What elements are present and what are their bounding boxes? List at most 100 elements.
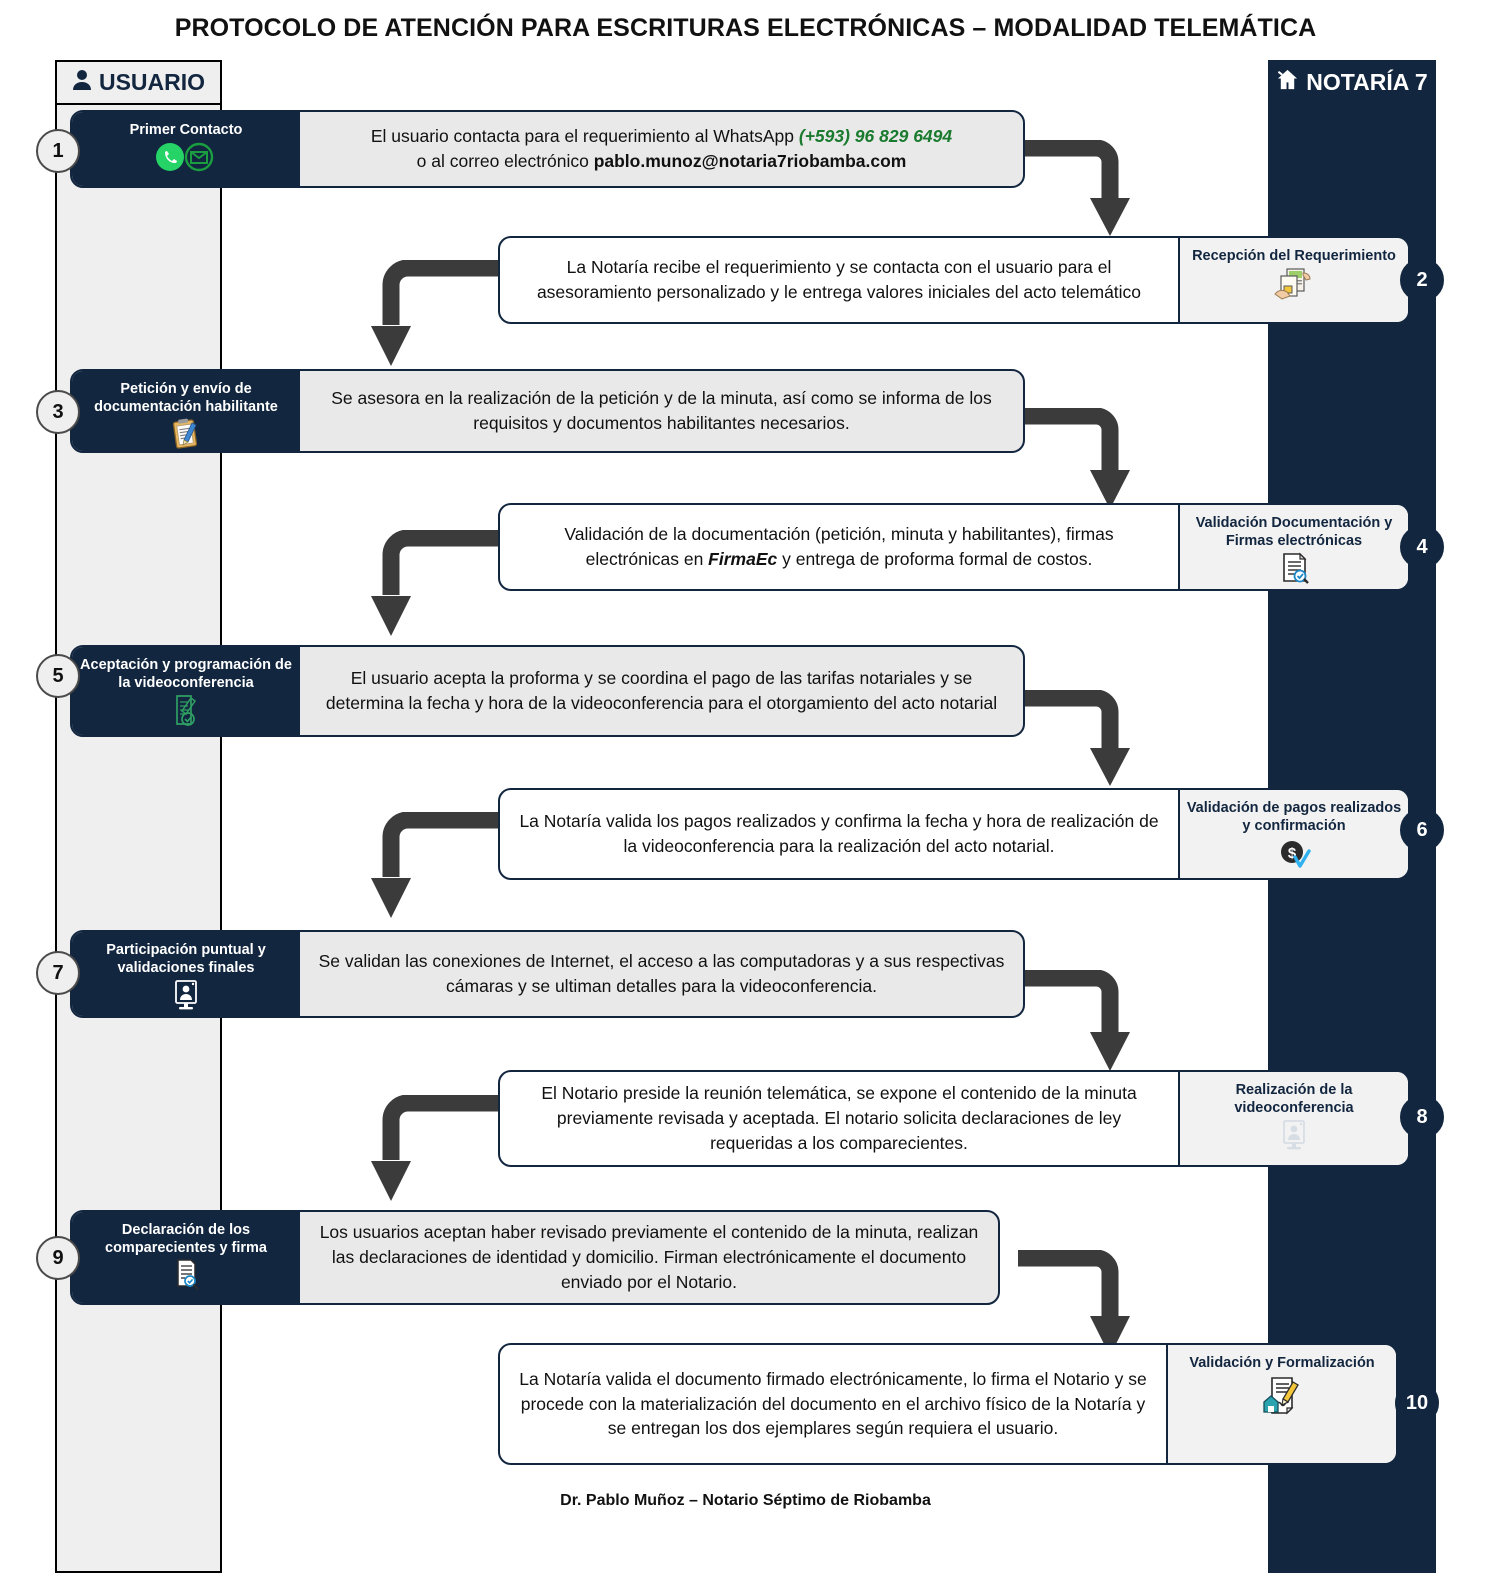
step-10-header-label: Validación y Formalización xyxy=(1189,1355,1375,1371)
step-badge-7: 7 xyxy=(36,951,80,995)
step-3-body: Se asesora en la realización de la petic… xyxy=(300,371,1023,451)
video-call-icon xyxy=(1277,1119,1311,1156)
page-title: PROTOCOLO DE ATENCIÓN PARA ESCRITURAS EL… xyxy=(174,14,1317,42)
connector-1-to-2 xyxy=(1018,140,1158,240)
step-4-body-text: Validación de la documentación (petición… xyxy=(564,524,1114,569)
step-8-header: Realización de la videoconferencia xyxy=(1178,1072,1408,1165)
step-badge-9-label: 9 xyxy=(52,1246,64,1269)
step-2-body: La Notaría recibe el requerimiento y se … xyxy=(500,238,1178,322)
step-9-body-text: Los usuarios aceptan haber revisado prev… xyxy=(319,1222,979,1292)
money-check-icon: $ xyxy=(1277,837,1311,874)
step-10-header: Validación y Formalización xyxy=(1166,1345,1396,1463)
step-block-4[interactable]: Validación de la documentación (petición… xyxy=(498,503,1410,591)
lane-user xyxy=(55,60,222,1573)
step-2-header: Recepción del Requerimiento xyxy=(1178,238,1408,322)
step-block-6[interactable]: La Notaría valida los pagos realizados y… xyxy=(498,788,1410,880)
video-call-icon xyxy=(169,979,203,1016)
step-7-header-label: Participación puntual y validaciones fin… xyxy=(106,942,266,977)
step-3-header: Petición y envío de documentación habili… xyxy=(72,371,300,451)
house-icon xyxy=(1276,68,1299,97)
step-2-header-label: Recepción del Requerimiento xyxy=(1192,248,1396,264)
step-9-header-label: Declaración de los comparecientes y firm… xyxy=(105,1222,267,1257)
connector-2-to-3 xyxy=(368,260,518,370)
lane-header-user: USUARIO xyxy=(55,60,222,105)
connector-4-to-5 xyxy=(368,530,518,640)
document-hand-icon xyxy=(1273,267,1315,306)
step-3-body-text: Se asesora en la realización de la petic… xyxy=(331,388,992,433)
step-8-body-text: El Notario preside la reunión telemática… xyxy=(541,1083,1137,1153)
svg-text:$: $ xyxy=(1288,845,1297,862)
step-5-body: El usuario acepta la proforma y se coord… xyxy=(300,647,1023,735)
connector-5-to-6 xyxy=(1018,690,1158,790)
document-check-icon xyxy=(1277,552,1311,589)
step-9-header: Declaración de los comparecientes y firm… xyxy=(72,1212,300,1303)
step-block-10[interactable]: La Notaría valida el documento firmado e… xyxy=(498,1343,1398,1465)
step-block-9[interactable]: Declaración de los comparecientes y firm… xyxy=(70,1210,1000,1305)
lane-header-user-label: USUARIO xyxy=(98,69,206,95)
step-6-body: La Notaría valida los pagos realizados y… xyxy=(500,790,1178,878)
step-badge-1-label: 1 xyxy=(52,139,64,162)
lane-header-notary: NOTARÍA 7 xyxy=(1268,60,1436,105)
step-5-header-label: Aceptación y programación de la videocon… xyxy=(80,657,292,692)
step-5-body-text: El usuario acepta la proforma y se coord… xyxy=(325,668,998,713)
step-badge-5: 5 xyxy=(36,654,80,698)
step-9-body: Los usuarios aceptan haber revisado prev… xyxy=(300,1212,998,1303)
step-badge-4: 4 xyxy=(1400,525,1444,569)
clipboard-pencil-icon xyxy=(169,418,203,451)
step-badge-10: 10 xyxy=(1395,1381,1439,1425)
step-1-header-label: Primer Contacto xyxy=(129,122,243,138)
step-1-header: Primer Contacto xyxy=(72,112,300,186)
step-badge-3-label: 3 xyxy=(52,400,64,423)
step-badge-6-label: 6 xyxy=(1416,818,1428,841)
step-badge-2-label: 2 xyxy=(1416,268,1428,291)
step-badge-8-label: 8 xyxy=(1416,1105,1428,1128)
step-badge-8: 8 xyxy=(1400,1095,1444,1139)
step-6-header-label: Validación de pagos realizados y confirm… xyxy=(1186,800,1402,835)
person-icon xyxy=(72,69,92,97)
step-10-body-text: La Notaría valida el documento firmado e… xyxy=(519,1368,1147,1439)
step-1-body-text: El usuario contacta para el requerimient… xyxy=(370,126,953,171)
step-block-7[interactable]: Participación puntual y validaciones fin… xyxy=(70,930,1025,1018)
connector-8-to-9 xyxy=(368,1095,518,1205)
whatsapp-icon xyxy=(156,143,184,172)
house-document-pen-icon xyxy=(1258,1374,1306,1423)
step-2-body-text: La Notaría recibe el requerimiento y se … xyxy=(536,257,1142,302)
step-4-header-label: Validación Documentación y Firmas electr… xyxy=(1195,515,1393,550)
step-3-header-label: Petición y envío de documentación habili… xyxy=(94,381,278,416)
connector-9-to-10 xyxy=(1018,1250,1158,1360)
footer-credit: Dr. Pablo Muñoz – Notario Séptimo de Rio… xyxy=(560,1492,931,1509)
step-badge-9: 9 xyxy=(36,1236,80,1280)
step-1-icons xyxy=(153,141,219,178)
step-7-body-text: Se validan las conexiones de Internet, e… xyxy=(318,951,1005,996)
step-badge-6: 6 xyxy=(1400,808,1444,852)
step-5-header: Aceptación y programación de la videocon… xyxy=(72,647,300,735)
step-block-8[interactable]: El Notario preside la reunión telemática… xyxy=(498,1070,1410,1167)
step-4-header: Validación Documentación y Firmas electr… xyxy=(1178,505,1408,589)
step-4-body: Validación de la documentación (petición… xyxy=(500,505,1178,589)
step-badge-3: 3 xyxy=(36,390,80,434)
step-badge-4-label: 4 xyxy=(1416,535,1428,558)
step-1-body: El usuario contacta para el requerimient… xyxy=(300,112,1023,186)
step-8-header-label: Realización de la videoconferencia xyxy=(1234,1082,1354,1117)
document-signature-icon xyxy=(169,1259,203,1296)
signed-document-icon xyxy=(169,694,203,733)
step-block-1[interactable]: Primer Contacto El usuario con xyxy=(70,110,1025,188)
lane-header-notary-label: NOTARÍA 7 xyxy=(1306,69,1428,95)
email-icon xyxy=(184,142,214,172)
step-7-body: Se validan las conexiones de Internet, e… xyxy=(300,932,1023,1016)
step-badge-2: 2 xyxy=(1400,258,1444,302)
step-block-5[interactable]: Aceptación y programación de la videocon… xyxy=(70,645,1025,737)
step-10-body: La Notaría valida el documento firmado e… xyxy=(500,1345,1166,1463)
connector-3-to-4 xyxy=(1018,408,1158,513)
step-badge-5-label: 5 xyxy=(52,664,64,687)
step-6-header: Validación de pagos realizados y confirm… xyxy=(1178,790,1408,878)
step-badge-7-label: 7 xyxy=(52,961,64,984)
step-badge-1: 1 xyxy=(36,129,80,173)
step-6-body-text: La Notaría valida los pagos realizados y… xyxy=(519,811,1159,856)
connector-6-to-7 xyxy=(368,812,518,922)
step-block-2[interactable]: La Notaría recibe el requerimiento y se … xyxy=(498,236,1410,324)
connector-7-to-8 xyxy=(1018,970,1158,1075)
step-block-3[interactable]: Petición y envío de documentación habili… xyxy=(70,369,1025,453)
step-7-header: Participación puntual y validaciones fin… xyxy=(72,932,300,1016)
